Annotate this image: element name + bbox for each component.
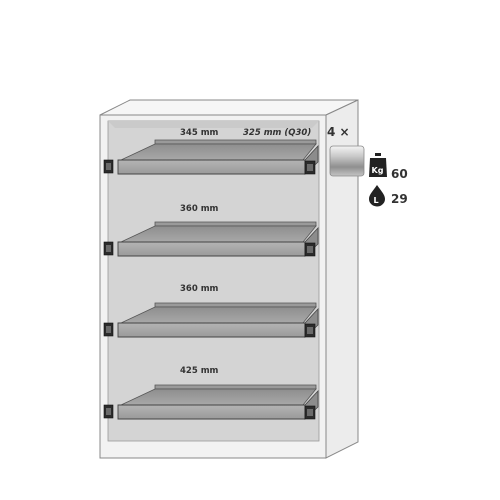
tray-1 <box>103 139 319 175</box>
interior-ceiling <box>108 121 319 128</box>
weight-icon: Kg <box>369 153 387 177</box>
shelf-3-height-label: 360 mm <box>180 284 219 294</box>
weight-icon-letters: Kg <box>372 166 384 175</box>
spec-panel: 4 × Kg 60 L 29 <box>327 125 408 207</box>
tray-swatch <box>329 145 365 177</box>
tray-4 <box>103 384 319 420</box>
tray-3 <box>103 302 319 338</box>
tray-4-front <box>117 404 306 420</box>
volume-icon: L <box>369 185 385 207</box>
tray-1-front <box>117 159 306 175</box>
tray-3-left-rail-slot <box>106 326 111 333</box>
tray-3-right-rail-slot <box>307 327 313 334</box>
tray-2-right-rail-slot <box>307 246 313 253</box>
shelf-1-height-label: 345 mm <box>180 128 219 138</box>
tray-1-floor <box>120 143 317 161</box>
tray-4-left-rail-slot <box>106 408 111 415</box>
shelf-1-alt-height-label: 325 mm (Q30) <box>243 128 311 138</box>
cabinet-top <box>99 99 359 116</box>
tray-2-floor <box>120 225 317 243</box>
tray-2-left-rail-slot <box>106 245 111 252</box>
quantity-label: 4 × <box>327 125 350 139</box>
shelf-2-height-label: 360 mm <box>180 204 219 214</box>
tray-2 <box>103 221 319 257</box>
tray-2-front <box>117 241 306 257</box>
weight-value: 60 <box>391 167 408 181</box>
tray-group <box>103 139 319 420</box>
tray-4-back-rim <box>154 384 317 390</box>
shelf-4-height-label: 425 mm <box>180 366 219 376</box>
tray-1-back-rim <box>154 139 317 145</box>
tray-4-right-rail-slot <box>307 409 313 416</box>
tray-3-floor <box>120 306 317 324</box>
tray-1-right-rail-slot <box>307 164 313 171</box>
tray-4-floor <box>120 388 317 406</box>
tray-1-left-rail-slot <box>106 163 111 170</box>
tray-3-back-rim <box>154 302 317 308</box>
tray-2-back-rim <box>154 221 317 227</box>
tray-3-front <box>117 322 306 338</box>
volume-icon-letter: L <box>374 196 379 205</box>
volume-value: 29 <box>391 192 408 206</box>
